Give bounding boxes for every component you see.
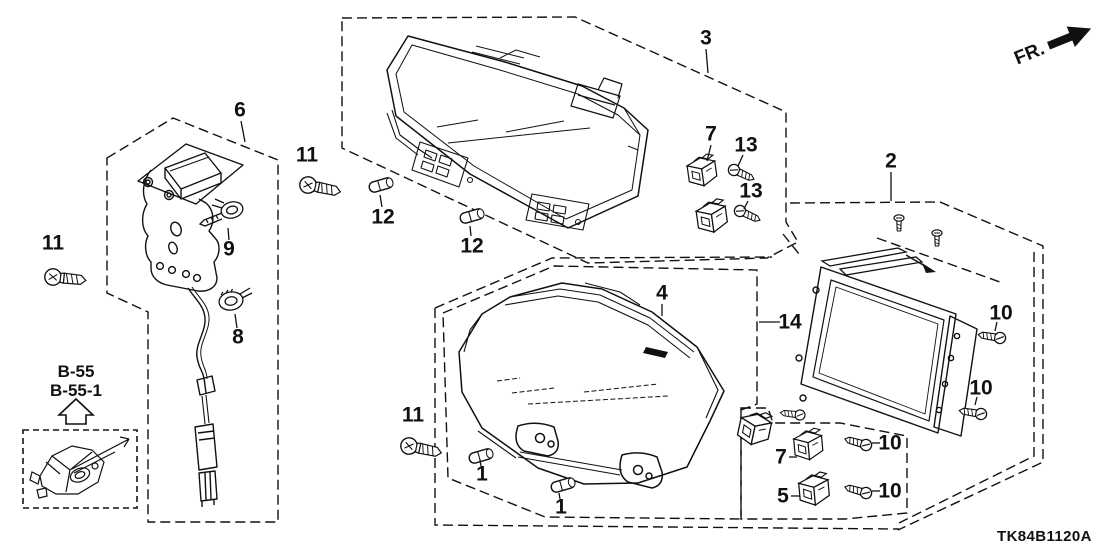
display-unit (795, 266, 978, 437)
bulb-1-b (549, 475, 577, 495)
screw-small-parts (779, 406, 807, 422)
part-callout-5: 5 (777, 485, 789, 508)
part-callout-14: 14 (778, 311, 802, 334)
screw-10-a (976, 328, 1008, 346)
callout-leader-9 (227, 227, 230, 241)
part-callout-10: 10 (878, 480, 901, 503)
ref-box-connector-part (29, 436, 130, 499)
insert-direction-arrow-icon (922, 263, 936, 273)
bulb-12-a (367, 175, 395, 195)
cable-clamp-8 (218, 287, 253, 311)
boundary-display-group (789, 201, 1044, 531)
callout-leader-1 (558, 492, 561, 500)
callout-leader-7 (706, 144, 712, 162)
cable-clamp-9 (198, 198, 244, 227)
screw-11-mid (297, 174, 343, 201)
part-callout-4: 4 (656, 282, 668, 305)
callout-leader-10 (994, 321, 998, 332)
callout-leader-12 (469, 225, 472, 237)
cluster-face-lines (496, 377, 669, 405)
part-callout-8: 8 (232, 326, 244, 349)
part-callout-11: 11 (296, 144, 319, 167)
callout-leader-6 (240, 120, 246, 143)
screw-10-c (842, 432, 874, 453)
part-callout-11: 11 (402, 404, 425, 427)
boundary-sensor-bracket-group (106, 117, 279, 523)
fr-label: FR. (1011, 38, 1047, 69)
display-mount-screw (931, 229, 943, 247)
screw-11-lower (398, 435, 444, 462)
ref-label-b55-1: B-55-1 (50, 381, 102, 400)
screw-13-lower (731, 202, 763, 227)
connector-upper-second (694, 197, 730, 235)
boundary-upper-cluster-group (341, 16, 799, 264)
diagram-code: TK84B1120A (997, 528, 1092, 545)
boundary-display-inner-line (782, 233, 1035, 524)
fr-arrow-icon (1047, 26, 1092, 50)
connector-reference: B-55 B-55-1 (50, 362, 102, 425)
part-callout-10: 10 (878, 432, 901, 455)
callout-leader-12 (379, 194, 383, 208)
connector-5 (797, 470, 831, 508)
screw-11-left (43, 267, 88, 290)
connector-ref-box (22, 429, 138, 509)
part-callout-13: 13 (734, 134, 757, 157)
callout-leader-8 (234, 313, 238, 329)
connector-7-lower (792, 426, 825, 462)
bulb-12-b (458, 206, 486, 226)
part-callout-6: 6 (234, 99, 246, 122)
boundary-small-parts-box (740, 407, 908, 520)
display-mount-screw (893, 214, 905, 232)
callout-leader-13 (743, 200, 749, 210)
part-callout-9: 9 (223, 238, 235, 261)
connector-lower-left (735, 407, 775, 449)
upper-cluster-visor (386, 35, 649, 231)
part-callout-11: 11 (42, 232, 65, 255)
part-callout-1: 1 (555, 496, 567, 519)
part-callout-7: 7 (705, 123, 717, 146)
connector-7-upper (685, 152, 719, 189)
group-boundaries (106, 16, 1044, 531)
boundary-lower-cluster-group (442, 265, 758, 520)
lower-cluster-meter (458, 282, 725, 489)
callout-leader-3 (705, 48, 709, 74)
part-callout-10: 10 (989, 302, 1012, 325)
callout-leader-10 (974, 396, 978, 406)
ref-label-b55: B-55 (58, 362, 95, 381)
sensor-cable (187, 286, 218, 507)
part-callout-1: 1 (476, 463, 488, 486)
callout-leader-13 (737, 154, 744, 167)
part-callout-2: 2 (885, 150, 897, 173)
part-callout-7: 7 (775, 446, 787, 469)
part-callout-12: 12 (460, 235, 483, 258)
part-callout-12: 12 (371, 206, 394, 229)
boundary-panel-outer (434, 256, 900, 530)
part-callout-3: 3 (700, 27, 712, 50)
display-stay-bracket (820, 247, 936, 276)
sensor-bracket-assembly (137, 143, 244, 507)
fr-direction-indicator: FR. (1011, 26, 1092, 69)
up-arrow-outline-icon (56, 397, 96, 425)
cluster-terminal-blocks (411, 141, 590, 231)
part-callout-13: 13 (739, 180, 762, 203)
screw-10-b (957, 404, 989, 422)
part-callout-10: 10 (969, 377, 992, 400)
callout-leader-1 (479, 459, 482, 467)
screw-10-d (842, 480, 874, 501)
